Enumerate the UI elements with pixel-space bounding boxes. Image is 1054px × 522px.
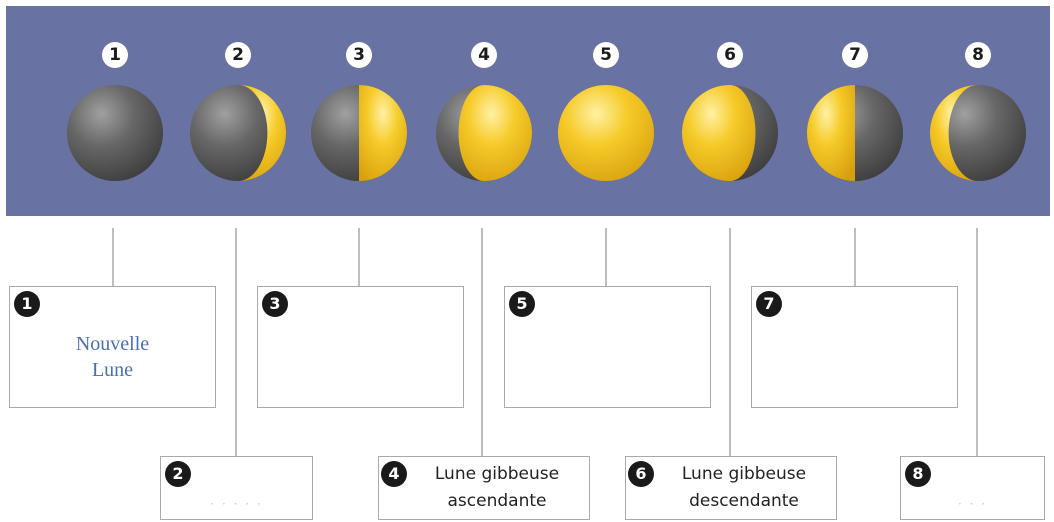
box-placeholder-dots: · · · <box>901 497 1044 511</box>
box-label-line-1: Lune gibbeuse <box>654 461 834 488</box>
box-number-badge: 3 <box>262 291 288 317</box>
label-box-4[interactable]: 4 Lune gibbeuse ascendante <box>378 456 590 520</box>
last-quarter-moon-icon <box>806 84 904 182</box>
waning-gibbous-moon-icon <box>681 84 779 182</box>
box-number-badge: 2 <box>165 461 191 487</box>
phase-number-5: 5 <box>593 42 619 68</box>
label-box-1[interactable]: 1 Nouvelle Lune <box>9 286 216 408</box>
box-number-badge: 8 <box>905 461 931 487</box>
box-label-line-2: descendante <box>654 488 834 515</box>
label-box-2[interactable]: 2 · · · · · <box>160 456 313 520</box>
waxing-gibbous-moon-icon <box>435 84 533 182</box>
phase-number-4: 4 <box>471 42 497 68</box>
waxing-crescent-moon-icon <box>189 84 287 182</box>
label-box-5[interactable]: 5 <box>504 286 711 408</box>
first-quarter-moon-icon <box>310 84 408 182</box>
label-box-8[interactable]: 8 · · · <box>900 456 1045 520</box>
label-box-7[interactable]: 7 <box>751 286 958 408</box>
phase-number-1: 1 <box>102 42 128 68</box>
new-moon-icon <box>66 84 164 182</box>
waning-crescent-moon-icon <box>929 84 1027 182</box>
phase-number-6: 6 <box>717 42 743 68</box>
label-box-6[interactable]: 6 Lune gibbeuse descendante <box>625 456 837 520</box>
phase-number-3: 3 <box>346 42 372 68</box>
phase-number-2: 2 <box>225 42 251 68</box>
full-moon-icon <box>557 84 655 182</box>
phase-number-7: 7 <box>842 42 868 68</box>
box-label-line-2: ascendante <box>407 488 587 515</box>
box-number-badge: 6 <box>628 461 654 487</box>
box-label-text: Lune gibbeuse ascendante <box>407 461 587 515</box>
box-number-badge: 4 <box>381 461 407 487</box>
box-number-badge: 1 <box>14 291 40 317</box>
box-number-badge: 5 <box>509 291 535 317</box>
box-placeholder-dots: · · · · · <box>161 497 312 511</box>
box-label-line-1: Lune gibbeuse <box>407 461 587 488</box>
answer-text: Nouvelle Lune <box>10 331 215 383</box>
box-label-text: Lune gibbeuse descendante <box>654 461 834 515</box>
label-box-3[interactable]: 3 <box>257 286 464 408</box>
answer-line-1: Nouvelle <box>10 331 215 357</box>
box-number-badge: 7 <box>756 291 782 317</box>
answer-line-2: Lune <box>10 357 215 383</box>
phase-number-8: 8 <box>965 42 991 68</box>
